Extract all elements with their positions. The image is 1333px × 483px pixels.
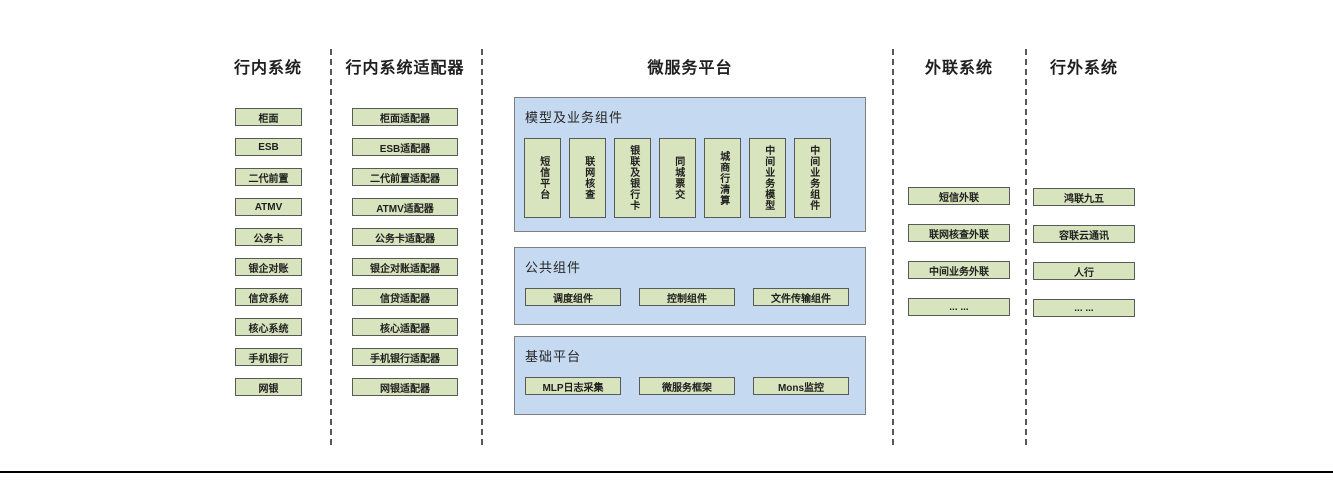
adapter-box: 银企对账适配器 (352, 258, 458, 276)
adapter-box: 柜面适配器 (352, 108, 458, 126)
system-box: 二代前置 (235, 168, 302, 186)
column-title-out-of-bank-systems: 行外系统 (1049, 60, 1118, 77)
component-box: 城商行清算 (704, 138, 741, 218)
component-box: 调度组件 (525, 288, 621, 306)
component-box: 同城票交 (659, 138, 696, 218)
base-platform-row: MLP日志采集微服务框架 Mons监控 (525, 377, 849, 395)
panel-label: 模型及业务组件 (525, 110, 624, 125)
bottom-rule (0, 471, 1333, 473)
external-link-box: ... ... (908, 298, 1010, 316)
column-separator (1025, 49, 1027, 445)
panel-base-platform: 基础平台 MLP日志采集微服务框架 Mons监控 (514, 336, 866, 415)
component-box: 中间业务模型 (749, 138, 786, 218)
panel-label: 基础平台 (525, 349, 582, 364)
system-box: 公务卡 (235, 228, 302, 246)
component-box: 银联及银行卡 (614, 138, 651, 218)
column-separator (330, 49, 332, 445)
component-box: 文件传输组件 (753, 288, 849, 306)
panel-model-business-components: 模型及业务组件 短信平台联网核查银联及银行卡同城票交城商行清算中间业务模型中间业… (514, 97, 866, 232)
system-box: 核心系统 (235, 318, 302, 336)
external-system-box: 容联云通讯 (1033, 225, 1135, 243)
adapter-box: 网银适配器 (352, 378, 458, 396)
out-of-bank-list: 鸿联九五容联云通讯人行 ... ... (1033, 188, 1135, 317)
system-box: 柜面 (235, 108, 302, 126)
system-box: ESB (235, 138, 302, 156)
column-separator (892, 49, 894, 445)
column-title-internal-systems: 行内系统 (233, 60, 302, 77)
column-title-microservice-platform: 微服务平台 (647, 60, 733, 77)
common-components-row: 调度组件控制组件文件传输组件 (525, 288, 849, 306)
external-system-box: 人行 (1033, 262, 1135, 280)
system-box: 银企对账 (235, 258, 302, 276)
column-title-external-connection-systems: 外联系统 (924, 60, 993, 77)
system-box: 信贷系统 (235, 288, 302, 306)
external-link-box: 中间业务外联 (908, 261, 1010, 279)
internal-adapters-list: 柜面适配器 ESB适配器二代前置适配器 ATMV适配器公务卡适配器银企对账适配器信贷… (352, 108, 458, 396)
component-box: 控制组件 (639, 288, 735, 306)
system-box: 网银 (235, 378, 302, 396)
internal-systems-list: 柜面 ESB 二代前置 ATMV 公务卡银企对账信贷系统核心系统手机银行网银 (235, 108, 302, 396)
component-box: MLP日志采集 (525, 377, 621, 395)
column-separator (481, 49, 483, 445)
model-components-row: 短信平台联网核查银联及银行卡同城票交城商行清算中间业务模型中间业务组件 (524, 138, 831, 218)
adapter-box: 二代前置适配器 (352, 168, 458, 186)
component-box: 短信平台 (524, 138, 561, 218)
adapter-box: 核心适配器 (352, 318, 458, 336)
system-box: 手机银行 (235, 348, 302, 366)
external-link-box: 联网核查外联 (908, 224, 1010, 242)
adapter-box: 公务卡适配器 (352, 228, 458, 246)
column-title-internal-system-adapters: 行内系统适配器 (345, 60, 465, 77)
adapter-box: ESB适配器 (352, 138, 458, 156)
external-system-box: ... ... (1033, 299, 1135, 317)
adapter-box: ATMV适配器 (352, 198, 458, 216)
panel-label: 公共组件 (525, 260, 582, 275)
component-box: 联网核查 (569, 138, 606, 218)
adapter-box: 信贷适配器 (352, 288, 458, 306)
adapter-box: 手机银行适配器 (352, 348, 458, 366)
external-link-box: 短信外联 (908, 187, 1010, 205)
panel-common-components: 公共组件 调度组件控制组件文件传输组件 (514, 247, 866, 325)
external-connection-list: 短信外联联网核查外联中间业务外联 ... ... (908, 187, 1010, 316)
component-box: 中间业务组件 (794, 138, 831, 218)
component-box: 微服务框架 (639, 377, 735, 395)
component-box: Mons监控 (753, 377, 849, 395)
external-system-box: 鸿联九五 (1033, 188, 1135, 206)
system-box: ATMV (235, 198, 302, 216)
